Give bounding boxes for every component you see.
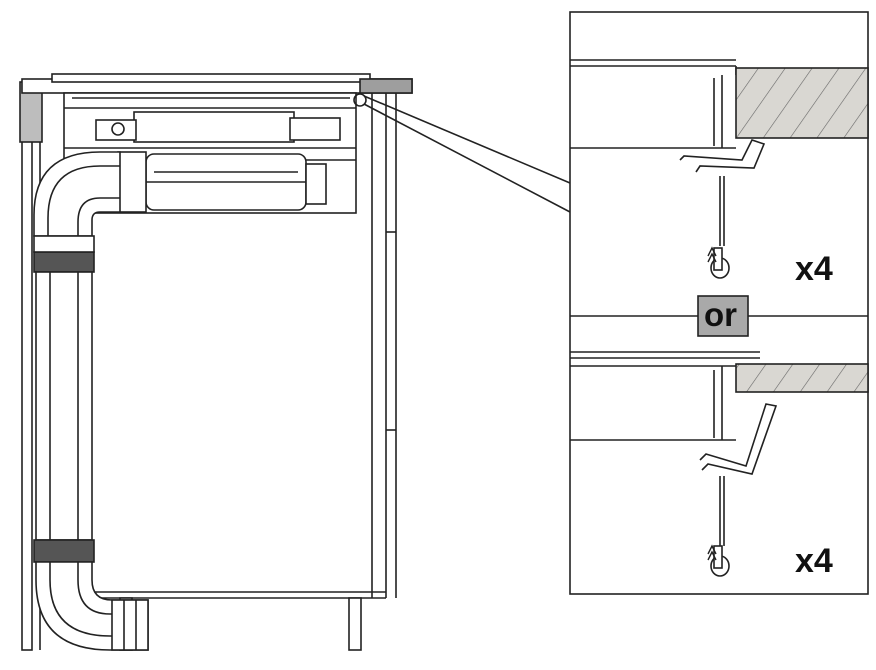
countertop-section (735, 363, 869, 393)
cabinet-left-wall (21, 89, 33, 651)
zoom-origin (353, 93, 367, 107)
duct-band (33, 251, 95, 273)
countertop-section (735, 67, 869, 139)
zoom-connector (353, 93, 571, 213)
duct-elbow-icon (33, 151, 121, 237)
cabinet-leg (348, 597, 362, 651)
mounting-clip-icon (679, 139, 766, 173)
or-label: or (704, 296, 737, 333)
or-box (697, 295, 749, 337)
hob-glass (51, 73, 371, 83)
detail-top: x4 (570, 59, 869, 288)
duct-elbow-icon (35, 561, 149, 651)
detail-panel: x4 or x4 (569, 11, 869, 595)
vertical-duct (35, 271, 93, 541)
quantity-label-top: x4 (795, 250, 833, 288)
cabinet-side-view (19, 73, 413, 651)
screw-icon (707, 544, 730, 577)
duct-band (33, 539, 95, 563)
screw-icon (707, 246, 730, 279)
mounting-clip-icon (699, 403, 778, 475)
detail-bottom: x4 (570, 351, 869, 580)
quantity-label-bottom: x4 (795, 542, 833, 580)
